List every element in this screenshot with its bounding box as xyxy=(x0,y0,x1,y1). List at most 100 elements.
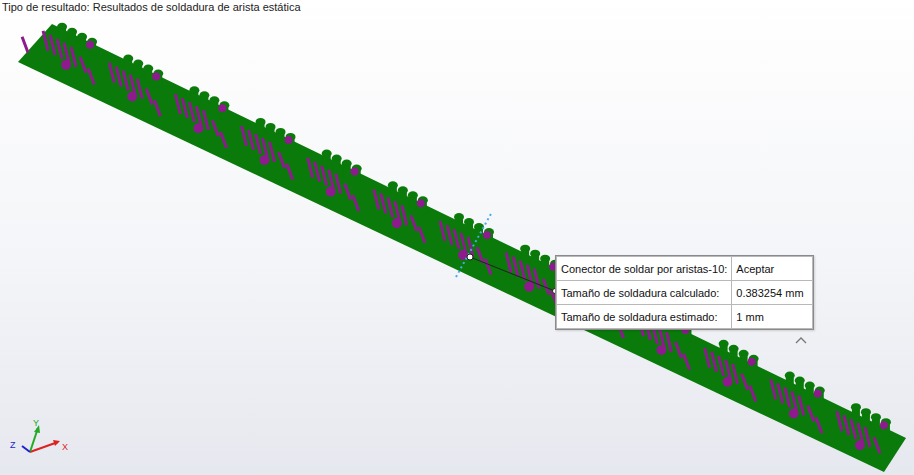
weld-pin xyxy=(137,79,142,99)
weld-pin xyxy=(212,120,218,136)
weld-pin xyxy=(419,227,425,243)
weld-bump xyxy=(872,419,880,431)
property-value: Aceptar xyxy=(732,257,813,281)
weld-pin xyxy=(345,184,351,200)
weld-pin xyxy=(88,69,94,85)
weld-pin xyxy=(719,356,724,376)
weld-node xyxy=(814,389,822,397)
weld-pin xyxy=(242,126,247,146)
weld-bump xyxy=(531,256,539,268)
weld-pin xyxy=(733,364,738,384)
weld-bump xyxy=(190,92,198,104)
weld-pin xyxy=(799,395,804,415)
weld-bump xyxy=(852,409,860,421)
weld-node xyxy=(152,73,160,81)
weld-pin xyxy=(837,411,842,431)
weld-bump xyxy=(796,382,804,394)
tooltip-table: Conector de soldar por aristas-10:Acepta… xyxy=(556,256,813,329)
weld-pin xyxy=(123,71,128,91)
weld-bump xyxy=(455,219,463,231)
weld-pin xyxy=(263,138,268,158)
weld-pin xyxy=(154,100,160,116)
weld-bump xyxy=(521,251,529,263)
weld-pin xyxy=(64,43,69,63)
weld-pin xyxy=(513,257,518,277)
weld-node xyxy=(524,282,534,292)
property-name: Tamaño de soldadura calculado: xyxy=(557,281,732,305)
weld-node xyxy=(483,231,491,239)
weld-pin xyxy=(322,166,327,186)
weld-bump xyxy=(389,187,397,199)
weld-pin xyxy=(57,39,62,59)
weld-pin xyxy=(315,162,320,182)
weld-node xyxy=(260,155,270,165)
weld-pin xyxy=(792,391,797,411)
weld-pin xyxy=(874,437,880,453)
weld-pin xyxy=(402,205,407,225)
weld-pin xyxy=(808,405,814,421)
weld-pin xyxy=(461,233,466,253)
weld-pin xyxy=(506,253,511,273)
weld-bump xyxy=(257,124,265,136)
weld-pin xyxy=(336,174,341,194)
weld-pin xyxy=(411,215,417,231)
property-value: 1 mm xyxy=(732,305,813,329)
weld-node xyxy=(193,123,203,133)
result-type-title: Tipo de resultado: Resultados de soldadu… xyxy=(2,1,301,13)
weld-pin xyxy=(726,360,731,380)
weld-pin xyxy=(388,197,393,217)
weld-pin xyxy=(666,332,671,352)
weld-pin xyxy=(329,170,334,190)
weld-node xyxy=(61,60,71,70)
weld-pin xyxy=(249,130,254,150)
weld-bump xyxy=(210,102,218,114)
weld-tooltip: Conector de soldar por aristas-10:Acepta… xyxy=(555,255,814,330)
weld-pin xyxy=(109,63,114,83)
weld-pin xyxy=(858,423,863,443)
weld-pin xyxy=(440,221,445,241)
axis-label: Y xyxy=(33,418,39,428)
weld-bump xyxy=(124,61,132,73)
weld-pin xyxy=(279,152,285,168)
weld-bump xyxy=(409,197,417,209)
weld-pin xyxy=(750,385,756,401)
weld-bump xyxy=(333,161,341,173)
weld-pin xyxy=(116,67,121,87)
weld-bump xyxy=(267,129,275,141)
weld-pin xyxy=(534,269,539,289)
weld-bump xyxy=(343,166,351,178)
weld-pin xyxy=(43,31,48,51)
weld-node xyxy=(417,199,425,207)
property-name: Conector de soldar por aristas-10: xyxy=(557,257,732,281)
weld-node xyxy=(748,358,756,366)
beam-body xyxy=(18,24,906,472)
weld-bump xyxy=(806,387,814,399)
weld-pin xyxy=(395,201,400,221)
weld-pin xyxy=(447,225,452,245)
weld-bump xyxy=(144,71,152,83)
weld-pin xyxy=(256,134,261,154)
weld-bump xyxy=(277,134,285,146)
weld-node xyxy=(285,136,293,144)
collapse-caret xyxy=(796,338,806,343)
weld-bump xyxy=(134,66,142,78)
weld-bump xyxy=(58,29,66,41)
weld-pin xyxy=(196,106,201,126)
weld-bump xyxy=(399,192,407,204)
weld-pin xyxy=(353,195,359,211)
axis-label: X xyxy=(62,442,68,452)
axis-triad xyxy=(22,425,60,452)
weld-pin xyxy=(146,89,152,105)
weld-pin xyxy=(175,94,180,114)
weld-markers xyxy=(22,23,891,453)
property-value: 0.383254 mm xyxy=(732,281,813,305)
leader-dot xyxy=(467,254,473,260)
weld-bump xyxy=(786,377,794,389)
weld-pin xyxy=(381,193,386,213)
weld-pin xyxy=(80,57,86,73)
weld-pin xyxy=(659,328,664,348)
weld-bump xyxy=(465,224,473,236)
weld-pin xyxy=(816,417,822,433)
weld-pin xyxy=(684,354,690,370)
